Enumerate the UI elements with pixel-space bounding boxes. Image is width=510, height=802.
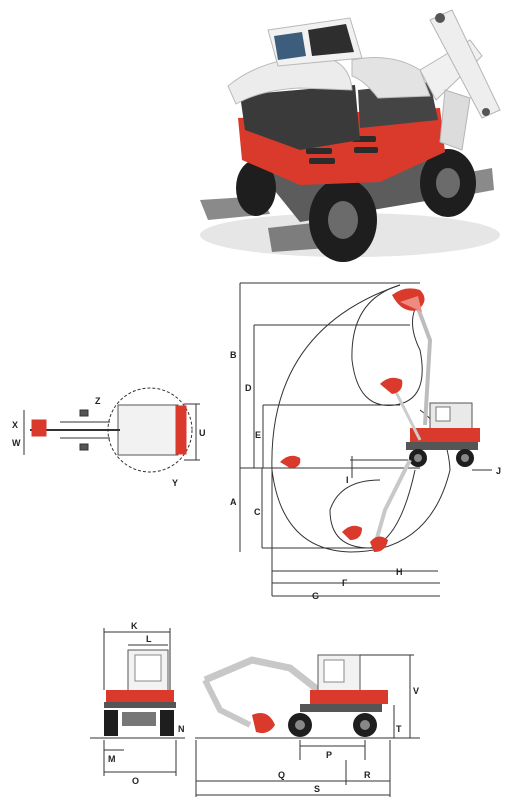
wheel-front-left xyxy=(104,710,118,736)
label-t: T xyxy=(396,724,402,734)
wheel-front-right xyxy=(160,710,174,736)
label-q: Q xyxy=(278,770,285,780)
label-f: F xyxy=(342,578,348,588)
label-d: D xyxy=(245,383,252,393)
label-i: I xyxy=(346,475,349,485)
body-side xyxy=(310,690,388,704)
bucket-icon xyxy=(342,525,362,540)
counterweight-top xyxy=(175,405,187,455)
front-view-labels: K L N M O xyxy=(108,621,185,786)
label-g: G xyxy=(312,591,319,601)
upper-body-icon xyxy=(410,428,480,442)
label-r: R xyxy=(364,770,371,780)
bucket-top xyxy=(31,419,47,437)
excavator-photo xyxy=(200,9,501,262)
label-y: Y xyxy=(172,478,178,488)
label-a: A xyxy=(230,497,237,507)
top-view-diagram xyxy=(23,387,200,473)
label-c: C xyxy=(254,507,261,517)
boom-position-down xyxy=(373,459,412,546)
bucket-icon xyxy=(380,377,403,394)
label-b: B xyxy=(230,350,237,360)
label-p: P xyxy=(326,750,332,760)
label-h: H xyxy=(396,567,403,577)
label-o: O xyxy=(132,776,139,786)
upper-structure-top xyxy=(117,404,179,456)
dig-envelope-inner xyxy=(329,469,416,549)
engine-bay xyxy=(240,85,360,150)
label-l: L xyxy=(146,634,152,644)
side-view-diagram xyxy=(195,654,420,797)
working-range-labels: B D E A C I J H F G xyxy=(230,350,501,601)
label-k: K xyxy=(131,621,138,631)
top-view-labels: X W Z U Y xyxy=(12,396,206,488)
reach-envelope-outer xyxy=(271,284,401,471)
reach-envelope-inner xyxy=(351,284,423,406)
front-view-diagram xyxy=(90,628,185,776)
label-n: N xyxy=(178,724,185,734)
engine-hood-right xyxy=(351,57,431,99)
label-v: V xyxy=(413,686,419,696)
boom-side xyxy=(203,656,321,693)
label-s: S xyxy=(314,784,320,794)
bucket-icon xyxy=(370,536,388,552)
arm-side xyxy=(202,678,252,728)
label-j: J xyxy=(496,466,501,476)
bucket-side xyxy=(252,712,275,734)
label-w: W xyxy=(12,438,21,448)
label-x: X xyxy=(12,420,18,430)
engine-hood-left xyxy=(227,55,353,105)
boom-position-up xyxy=(413,299,433,426)
side-view-labels: V T P Q R S xyxy=(278,686,419,794)
working-range-excavator xyxy=(280,288,480,552)
bucket-icon xyxy=(280,455,301,468)
label-e: E xyxy=(255,430,261,440)
wheel-rear-left xyxy=(236,160,276,216)
body-front xyxy=(106,690,174,702)
label-u: U xyxy=(199,428,206,438)
label-m: M xyxy=(108,754,116,764)
cab-window xyxy=(274,32,306,60)
label-z: Z xyxy=(95,396,101,406)
arm xyxy=(429,9,501,119)
